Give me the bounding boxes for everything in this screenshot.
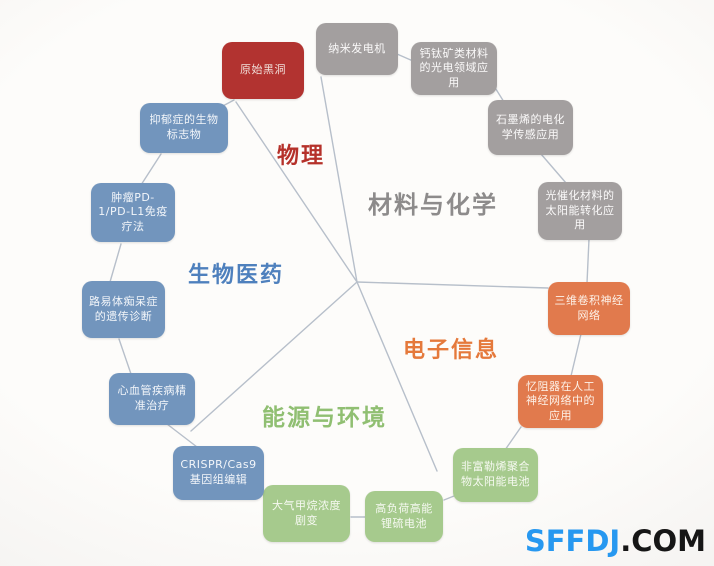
spoke-physics (235, 101, 358, 283)
spoke-materials (320, 76, 358, 283)
topic-nano-generator: 纳米发电机 (316, 23, 398, 75)
connector-line (118, 338, 132, 375)
category-label-energy: 能源与环境 (262, 405, 387, 431)
spoke-biomed (190, 281, 358, 432)
connector-line (140, 153, 162, 186)
connector-line (166, 423, 198, 448)
topic-crispr-cas9: CRISPR/Cas9基因组编辑 (173, 446, 264, 500)
topic-primordial-black-hole: 原始黑洞 (222, 42, 304, 99)
connector-line (540, 153, 567, 184)
spoke-energy (356, 281, 438, 472)
category-label-electronics: 电子信息 (403, 338, 500, 363)
topic-nonfullerene-solar-cell: 非富勒烯聚合物太阳能电池 (453, 448, 538, 502)
topic-memristor-ann: 忆阻器在人工神经网络中的应用 (518, 375, 603, 428)
connector-line (109, 243, 122, 283)
category-label-biomed: 生物医药 (188, 263, 285, 288)
spoke-electronics (356, 281, 549, 289)
topic-pd1-immunotherapy: 肿瘤PD-1/PD-L1免疫疗法 (91, 183, 175, 242)
topic-methane-concentration: 大气甲烷浓度剧变 (263, 485, 350, 542)
connector-line (586, 238, 590, 284)
connector-line (396, 53, 414, 62)
watermark-prefix: SFFDJ (524, 524, 621, 558)
connector-line (504, 426, 522, 451)
watermark: SFFDJ.COM (525, 524, 706, 558)
topic-li-s-battery: 高负荷高能锂硫电池 (365, 491, 443, 542)
topic-cardiovascular-precision: 心血管疾病精准治疗 (109, 373, 195, 425)
category-label-physics: 物理 (277, 144, 326, 169)
topic-photocatalysis-solar: 光催化材料的太阳能转化应用 (538, 182, 622, 240)
topic-perovskite-photoelectric: 钙钛矿类材料的光电领域应用 (411, 42, 497, 95)
topic-3d-cnn: 三维卷积神经网络 (548, 282, 630, 335)
topic-lewy-body-dementia: 路易体痴呆症的遗传诊断 (82, 281, 165, 338)
connector-line (443, 495, 455, 501)
watermark-suffix: .COM (620, 524, 706, 558)
connector-line (570, 333, 582, 377)
topic-graphene-sensing: 石墨烯的电化学传感应用 (488, 100, 573, 155)
category-label-materials: 材料与化学 (368, 191, 498, 219)
topic-depression-biomarkers: 抑郁症的生物标志物 (140, 103, 228, 153)
